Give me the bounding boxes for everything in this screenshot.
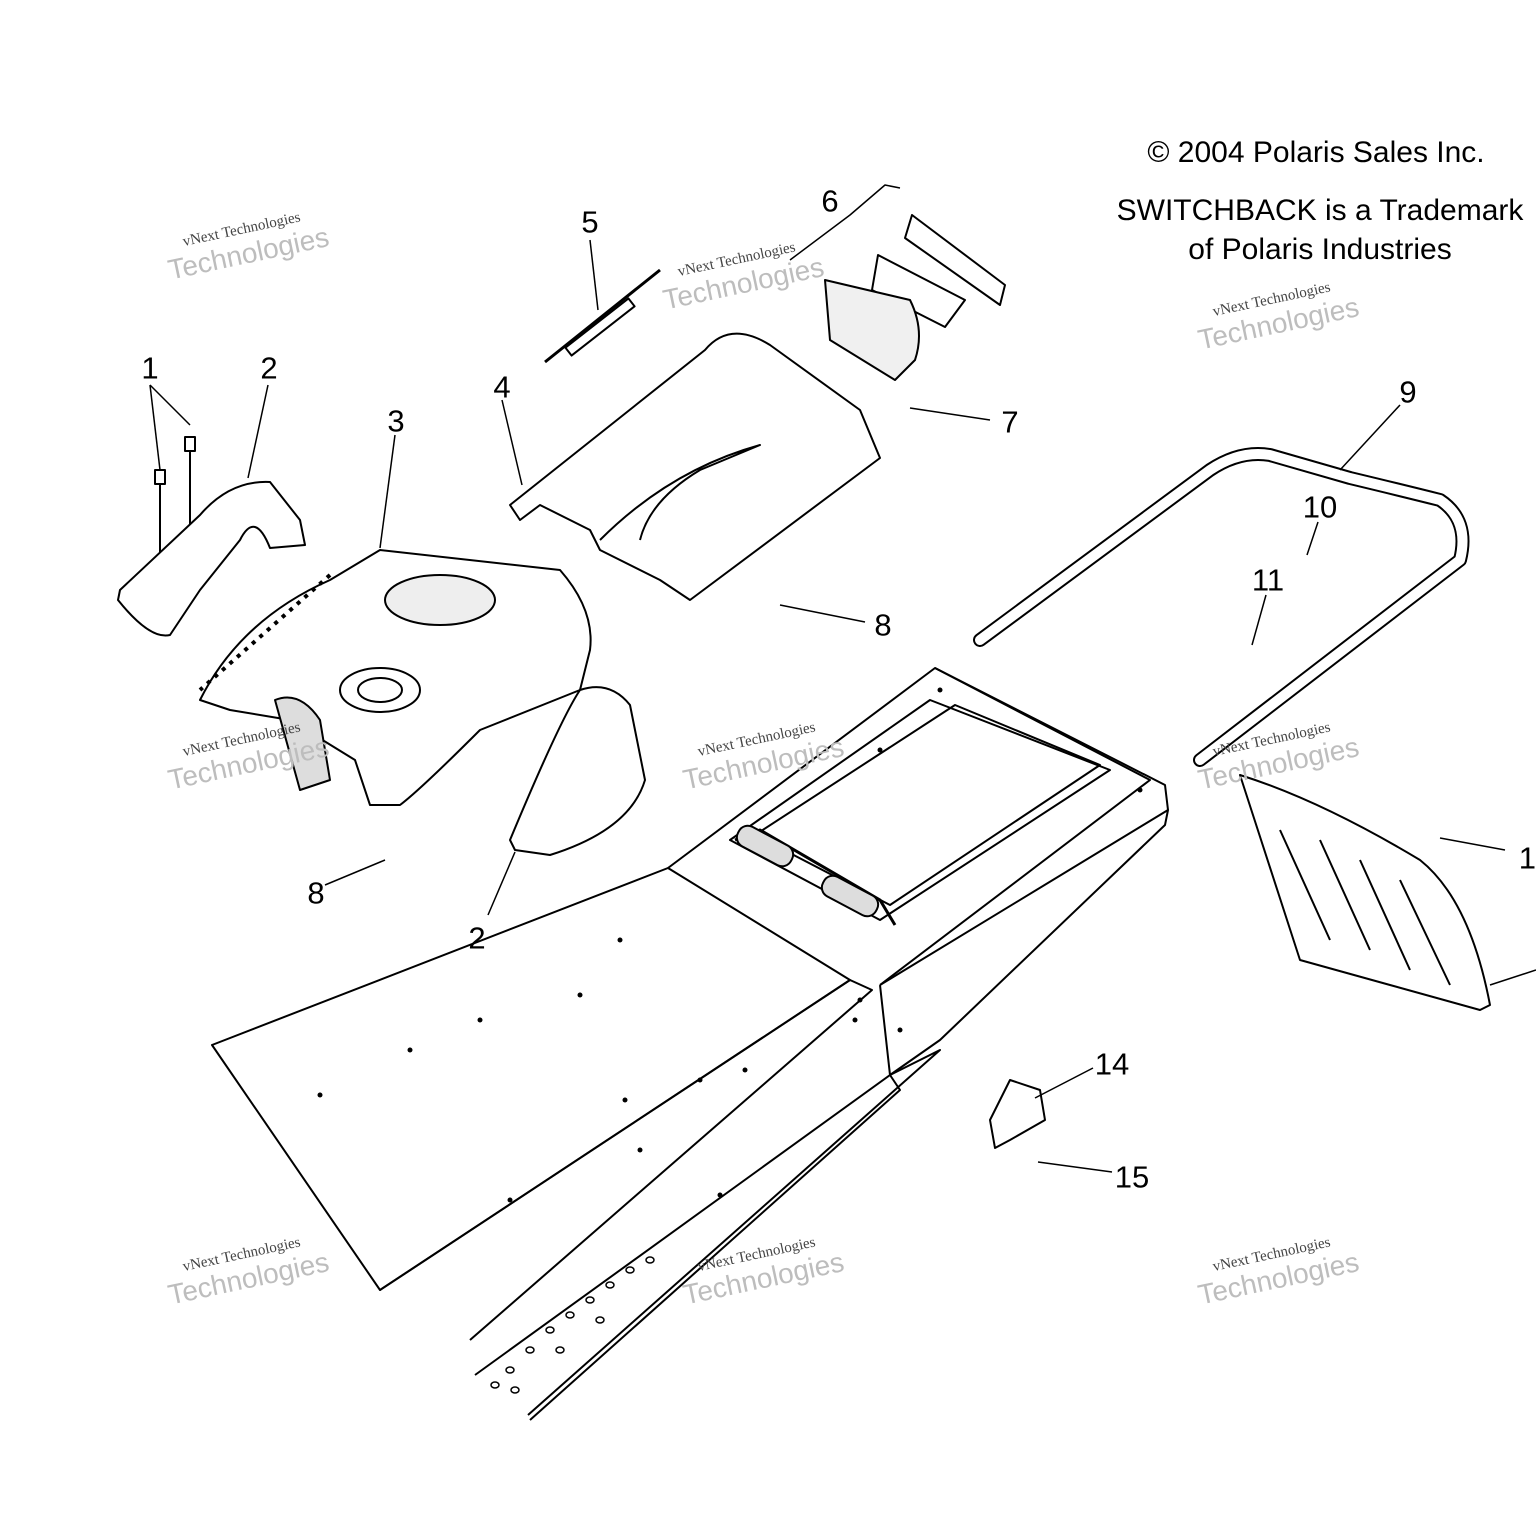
- callout-4: 4: [493, 369, 511, 405]
- taillight-6: [789, 184, 1006, 381]
- leader-lines: [149, 239, 1536, 1173]
- callout-11: 11: [1251, 562, 1285, 598]
- callout-12: 12: [1518, 840, 1536, 876]
- snow-flap: [1239, 774, 1491, 1011]
- callout-10: 10: [1302, 489, 1338, 525]
- side-panel-left: [117, 480, 306, 637]
- side-panel-right: [509, 686, 646, 856]
- callout-3: 3: [387, 403, 405, 439]
- callout-2: 2: [260, 350, 278, 386]
- callout-15: 15: [1114, 1159, 1150, 1195]
- rear-bumper-9: [973, 447, 1470, 767]
- bracket-14: [989, 1079, 1046, 1149]
- tunnel-vent-holes: [490, 1256, 655, 1394]
- tunnel-holes: [317, 687, 1143, 1203]
- panel-4-detail: [599, 444, 761, 541]
- callout-2-lower: 2: [468, 920, 486, 956]
- trademark-line-2: of Polaris Industries: [1188, 233, 1452, 266]
- rear-storage-3: [198, 549, 592, 806]
- callout-7: 7: [1001, 404, 1019, 440]
- callout-8: 8: [874, 607, 892, 643]
- callout-9: 9: [1399, 374, 1417, 410]
- copyright-notice: © 2004 Polaris Sales Inc.: [1147, 136, 1485, 169]
- callout-6: 6: [821, 183, 839, 219]
- gas-strut-5: [544, 268, 661, 364]
- callout-8-lower: 8: [307, 875, 325, 911]
- tunnel: [211, 667, 1169, 1421]
- bumper-panel-4: [509, 332, 881, 601]
- callout-1: 1: [141, 350, 159, 386]
- callout-5: 5: [581, 204, 599, 240]
- trademark-line-1: SWITCHBACK is a Trademark: [1116, 194, 1524, 227]
- callout-14: 14: [1094, 1046, 1130, 1082]
